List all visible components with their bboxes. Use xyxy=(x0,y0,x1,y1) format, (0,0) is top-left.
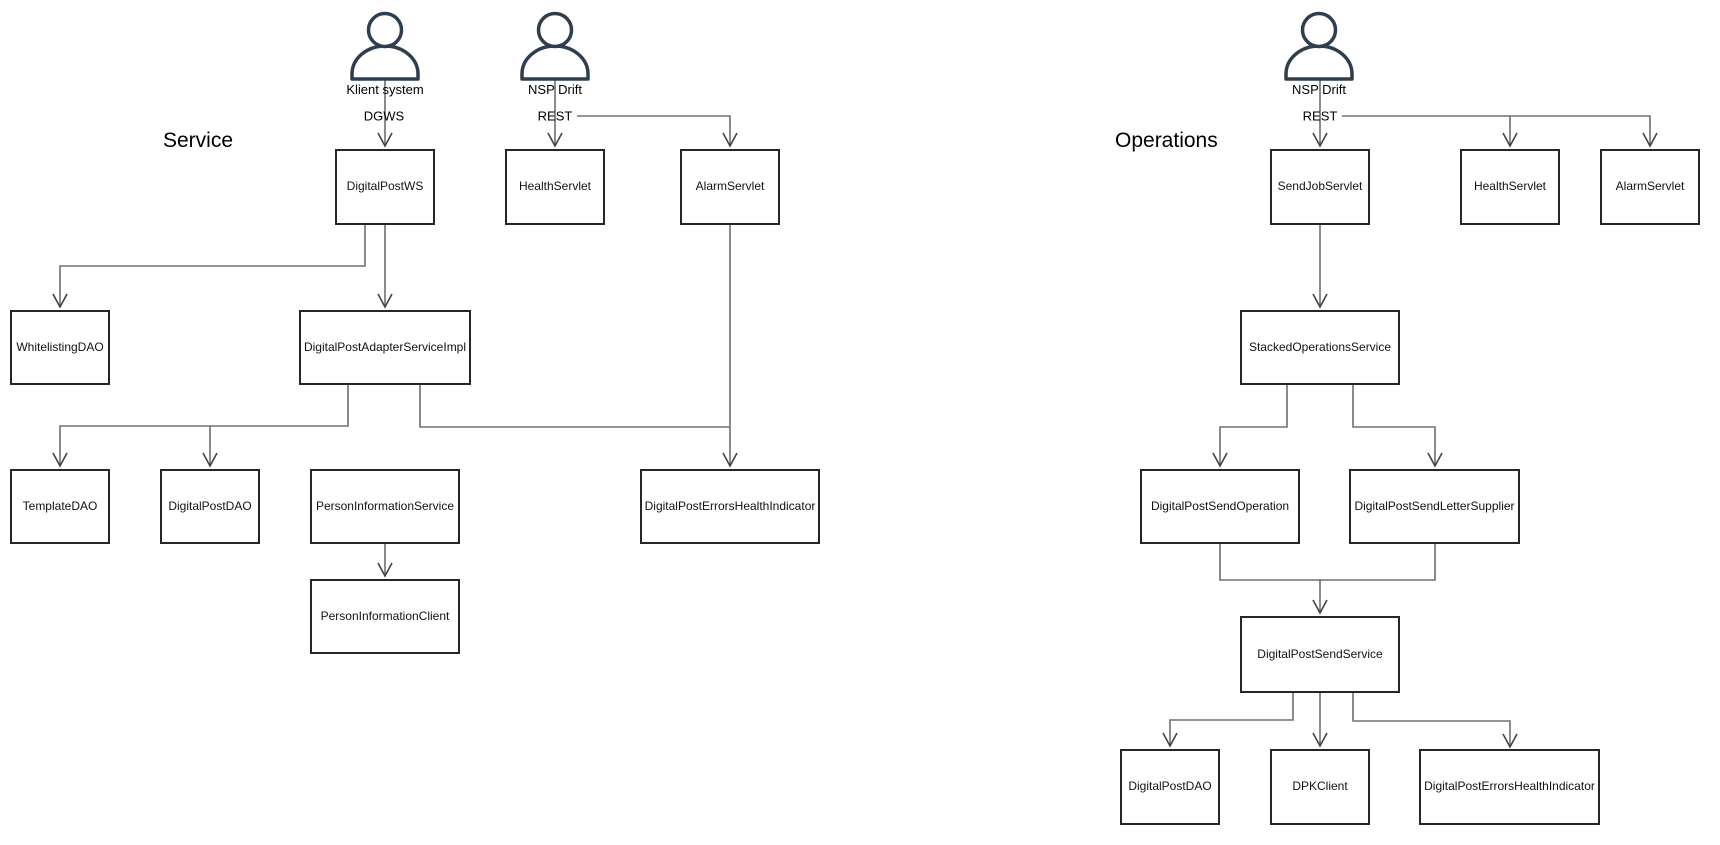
node-digitalpostdao-operations: DigitalPostDAO xyxy=(1120,749,1220,825)
node-digitalpostsendlettersupplier: DigitalPostSendLetterSupplier xyxy=(1349,469,1520,544)
node-alarmservlet-operations: AlarmServlet xyxy=(1600,149,1700,225)
arrowhead-alarmservlet-to-errorsindicator xyxy=(722,452,738,468)
arrowhead-nspdrift-to-sendjobservlet xyxy=(1312,132,1328,148)
arrowhead-nspdrift-to-healthservlet-service xyxy=(547,132,563,148)
node-digitalpostsendservice: DigitalPostSendService xyxy=(1240,616,1400,693)
arrowhead-pis-to-personinformationclient xyxy=(377,562,393,578)
edge-lettersupplier-to-merge xyxy=(1319,544,1436,581)
actor-icon-nsp-drift-service xyxy=(520,11,590,81)
actor-label-klient-system: Klient system xyxy=(346,82,424,97)
section-title-service: Service xyxy=(163,129,234,152)
arrowhead-stackedops-to-lettersupplier xyxy=(1427,452,1443,468)
actor-icon-nsp-drift-operations xyxy=(1284,11,1354,81)
node-sendjobservlet: SendJobServlet xyxy=(1270,149,1370,225)
node-healthservlet-service: HealthServlet xyxy=(505,149,605,225)
section-title-operations: Operations xyxy=(1115,129,1218,152)
node-digitalposterrorshealthindicator-service: DigitalPostErrorsHealthIndicator xyxy=(640,469,820,544)
edge-stackedops-to-lettersupplier xyxy=(1352,385,1436,466)
node-alarmservlet-service: AlarmServlet xyxy=(680,149,780,225)
node-whitelistingdao: WhitelistingDAO xyxy=(10,310,110,385)
edge-sendservice-to-errorsindicator-ops xyxy=(1352,693,1511,747)
arrowhead-stackedops-to-sendoperation xyxy=(1212,452,1228,468)
edge-rest-to-alarmservlet-service xyxy=(577,115,731,146)
node-stackedoperationsservice: StackedOperationsService xyxy=(1240,310,1400,385)
arrowhead-merge-to-sendservice xyxy=(1312,599,1328,615)
edge-sendservice-to-digitalpostdao-ops xyxy=(1169,693,1294,746)
rest-operations-label: REST xyxy=(1302,108,1338,124)
arrowhead-sendservice-to-errorsindicator-ops xyxy=(1502,733,1518,749)
actor-label-nsp-drift-operations: NSP Drift xyxy=(1292,82,1346,97)
actor-icon-klient-system xyxy=(350,11,420,81)
node-digitalposterrorshealthindicator-operations: DigitalPostErrorsHealthIndicator xyxy=(1419,749,1600,825)
node-digitalpostws: DigitalPostWS xyxy=(335,149,435,225)
dgws-label: DGWS xyxy=(363,108,405,124)
arrowhead-rest-to-healthservlet-operations xyxy=(1502,132,1518,148)
node-templatedao: TemplateDAO xyxy=(10,469,110,544)
node-personinformationclient: PersonInformationClient xyxy=(310,579,460,654)
node-digitalpostsendoperation: DigitalPostSendOperation xyxy=(1140,469,1300,544)
arrowhead-digitalpostws-to-whitelistingdao xyxy=(52,293,68,309)
node-digitalpostadapterserviceimpl: DigitalPostAdapterServiceImpl xyxy=(299,310,471,385)
node-dpkclient: DPKClient xyxy=(1270,749,1370,825)
edge-stackedops-to-sendoperation xyxy=(1219,385,1288,466)
arrowhead-adapter-to-templatedao xyxy=(52,452,68,468)
node-personinformationservice: PersonInformationService xyxy=(310,469,460,544)
edge-sendoperation-to-merge xyxy=(1219,544,1321,581)
actor-label-nsp-drift-service: NSP Drift xyxy=(528,82,582,97)
node-healthservlet-operations: HealthServlet xyxy=(1460,149,1560,225)
edge-adapter-to-errorsindicator-service xyxy=(419,385,730,428)
arrowhead-adapter-to-digitalpostdao-service xyxy=(202,452,218,468)
node-digitalpostdao-service: DigitalPostDAO xyxy=(160,469,260,544)
arrowhead-klient-to-digitalpostws xyxy=(377,132,393,148)
arrowhead-digitalpostws-to-adapter xyxy=(377,293,393,309)
arrowhead-sendjobservlet-to-stackedops xyxy=(1312,293,1328,309)
arrowhead-rest-to-alarmservlet-operations xyxy=(1642,132,1658,148)
rest-service-label: REST xyxy=(537,108,573,124)
arrowhead-sendservice-to-digitalpostdao-ops xyxy=(1162,732,1178,748)
edge-digitalpostws-to-whitelistingdao xyxy=(59,225,366,307)
arrowhead-sendservice-to-dpkclient xyxy=(1312,732,1328,748)
arrowhead-rest-to-alarmservlet-service xyxy=(722,132,738,148)
edge-adapter-to-templatedao xyxy=(59,385,349,466)
edge-rest-to-alarmservlet-operations xyxy=(1342,115,1651,146)
